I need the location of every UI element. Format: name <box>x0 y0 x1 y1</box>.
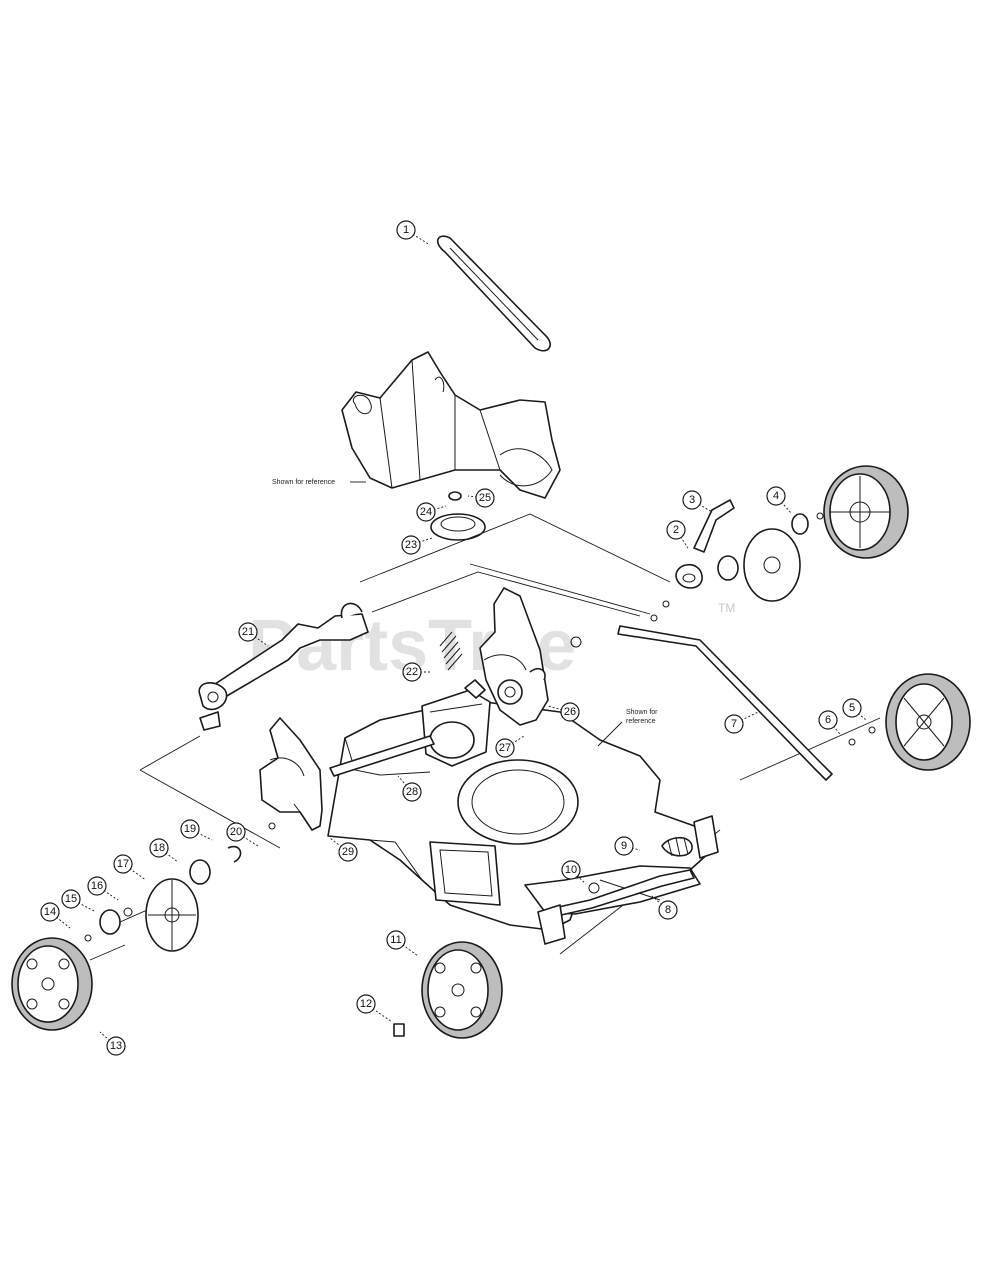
callout-label-25: 25 <box>479 492 491 504</box>
left-height-bracket <box>259 717 323 831</box>
front-axle <box>537 815 719 945</box>
callout-circle-8 <box>658 900 678 920</box>
callout-label-18: 18 <box>153 842 165 854</box>
callout-label-23: 23 <box>405 539 417 551</box>
callout-label-5: 5 <box>849 702 855 714</box>
callout-label-27: 27 <box>499 742 511 754</box>
callout-circle-26 <box>560 702 580 722</box>
callout-label-8: 8 <box>665 904 671 916</box>
rear-right-wheel <box>823 465 909 559</box>
callout-circle-21 <box>238 622 258 642</box>
callout-circle-1 <box>396 220 416 240</box>
rear-axle-rod <box>617 625 833 781</box>
callout-label-19: 19 <box>184 823 196 835</box>
callout-circle-13 <box>106 1036 126 1056</box>
callout-label-28: 28 <box>406 786 418 798</box>
callout-circle-16 <box>87 876 107 896</box>
reference-note-right-line1: Shown for <box>626 709 658 716</box>
callout-label-21: 21 <box>242 626 254 638</box>
callout-label-15: 15 <box>65 893 77 905</box>
callout-leader-10 <box>570 869 587 885</box>
drive-housing <box>341 351 561 499</box>
callout-circle-22 <box>402 662 422 682</box>
callout-circle-4 <box>766 486 786 506</box>
callout-label-13: 13 <box>110 1040 122 1052</box>
callout-label-12: 12 <box>360 998 372 1010</box>
callout-circle-18 <box>149 838 169 858</box>
front-left-wheel <box>11 937 93 1031</box>
reference-note-right-arrow <box>597 721 623 747</box>
callout-label-14: 14 <box>44 906 56 918</box>
front-left-hub-parts <box>84 845 242 952</box>
drive-belt <box>436 235 551 352</box>
callout-circle-25 <box>475 488 495 508</box>
callout-circle-11 <box>386 930 406 950</box>
callout-circle-6 <box>818 710 838 730</box>
callout-circle-14 <box>40 902 60 922</box>
callout-circle-29 <box>338 842 358 862</box>
callout-label-29: 29 <box>342 846 354 858</box>
callout-label-4: 4 <box>773 490 779 502</box>
callout-circle-19 <box>180 819 200 839</box>
drive-pulley <box>430 491 486 541</box>
callout-label-9: 9 <box>621 840 627 852</box>
transmission <box>329 679 491 777</box>
callout-circle-12 <box>356 994 376 1014</box>
reference-note-right-line2: reference <box>626 718 656 725</box>
callout-circle-28 <box>402 782 422 802</box>
callout-circle-17 <box>113 854 133 874</box>
front-right-wheel <box>393 941 503 1039</box>
callout-label-24: 24 <box>420 506 432 518</box>
callout-label-7: 7 <box>731 718 737 730</box>
callout-circle-5 <box>842 698 862 718</box>
height-spring <box>439 587 549 726</box>
mower-deck <box>327 699 711 931</box>
callout-circle-3 <box>682 490 702 510</box>
callout-label-3: 3 <box>689 494 695 506</box>
callout-circle-20 <box>226 822 246 842</box>
rear-right-gear <box>717 512 824 602</box>
callout-circle-24 <box>416 502 436 522</box>
callout-label-26: 26 <box>564 706 576 718</box>
callout-label-1: 1 <box>403 224 409 236</box>
small-hardware <box>268 600 876 894</box>
callout-label-10: 10 <box>565 864 577 876</box>
callout-label-17: 17 <box>117 858 129 870</box>
drive-lever <box>675 499 735 589</box>
callout-leader-24 <box>425 505 447 513</box>
callout-circle-10 <box>561 860 581 880</box>
callout-leader-8 <box>651 895 669 911</box>
callout-label-16: 16 <box>91 880 103 892</box>
watermark-trademark: TM <box>718 601 735 615</box>
rear-left-wheel <box>885 673 971 771</box>
callout-circle-7 <box>724 714 744 734</box>
callout-label-6: 6 <box>825 714 831 726</box>
callout-circle-23 <box>401 535 421 555</box>
callout-leader-28 <box>397 775 413 793</box>
callout-label-22: 22 <box>406 666 418 678</box>
callout-circle-27 <box>495 738 515 758</box>
torsion-spring <box>661 836 693 857</box>
callout-leader-13 <box>99 1031 117 1047</box>
callout-label-11: 11 <box>390 934 401 946</box>
callout-label-2: 2 <box>673 524 679 536</box>
height-adjust-rod <box>198 602 369 731</box>
reference-note-top: Shown for reference <box>272 479 335 486</box>
callout-circle-2 <box>666 520 686 540</box>
callout-circle-9 <box>614 836 634 856</box>
callout-circle-15 <box>61 889 81 909</box>
callout-label-20: 20 <box>230 826 242 838</box>
